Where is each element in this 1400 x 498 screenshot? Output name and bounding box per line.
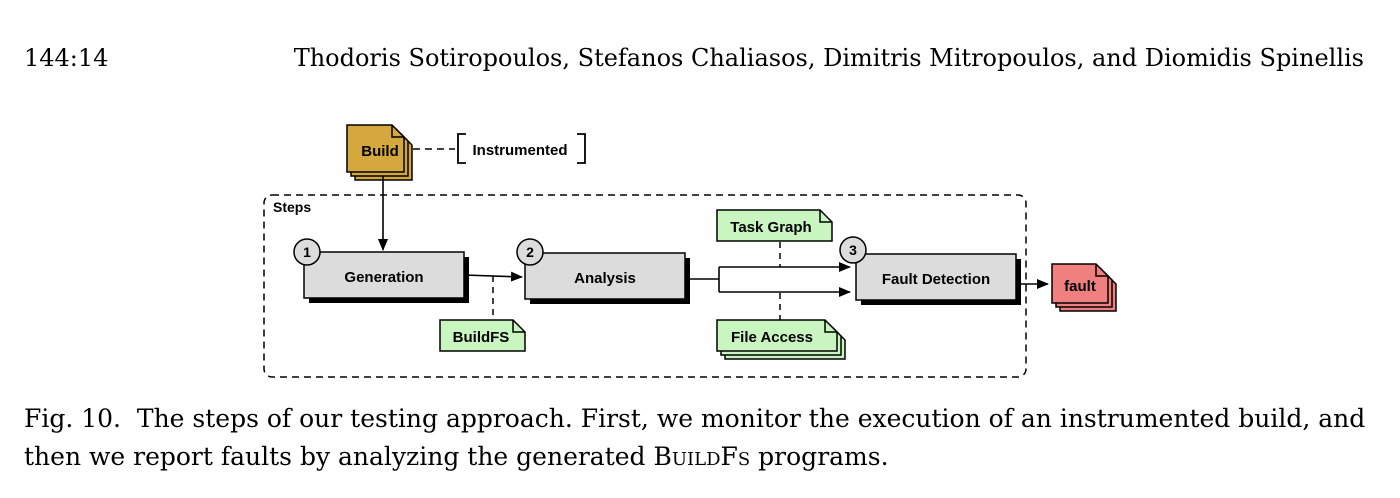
- testing-approach-diagram: Build Instrumented Steps 1 Generation Bu…: [263, 124, 1117, 378]
- step-fault-detection: 3 Fault Detection: [839, 236, 1021, 305]
- step-generation: 1 Generation: [293, 238, 469, 303]
- fault-document: fault: [1051, 263, 1117, 312]
- file-access-label: File Access: [731, 329, 813, 346]
- steps-label: Steps: [273, 199, 311, 215]
- build-document: Build: [346, 124, 413, 181]
- caption-text-part2: programs.: [750, 442, 889, 471]
- figure-number: Fig. 10.: [24, 404, 121, 433]
- steps-container: [263, 194, 1027, 378]
- build-label: Build: [361, 143, 399, 160]
- instrumented-label: Instrumented: [472, 142, 567, 159]
- step-analysis: 2 Analysis: [516, 238, 690, 304]
- file-access-document: File Access: [716, 319, 846, 360]
- buildfs-label: BuildFS: [453, 329, 510, 346]
- step2-label: Analysis: [574, 270, 636, 287]
- task-graph-document: Task Graph: [716, 209, 833, 242]
- instrumented-annotation: Instrumented: [457, 133, 586, 164]
- step2-number: 2: [526, 244, 534, 260]
- caption-text-part1: The steps of our testing approach. First…: [24, 404, 1366, 471]
- step1-number: 1: [303, 244, 311, 260]
- page-number: 144:14: [24, 44, 109, 72]
- task-graph-label: Task Graph: [730, 219, 811, 236]
- buildfs-document: BuildFS: [439, 319, 526, 352]
- fault-label: fault: [1064, 278, 1096, 295]
- analysis-to-fault-detection-arrows: [685, 262, 851, 297]
- figure-caption: Fig. 10. The steps of our testing approa…: [24, 400, 1384, 476]
- running-header-authors: Thodoris Sotiropoulos, Stefanos Chaliaso…: [293, 44, 1364, 72]
- step3-label: Fault Detection: [882, 271, 990, 288]
- step1-label: Generation: [344, 269, 423, 286]
- caption-buildfs-name: BuildFs: [653, 442, 751, 471]
- step3-number: 3: [849, 242, 857, 258]
